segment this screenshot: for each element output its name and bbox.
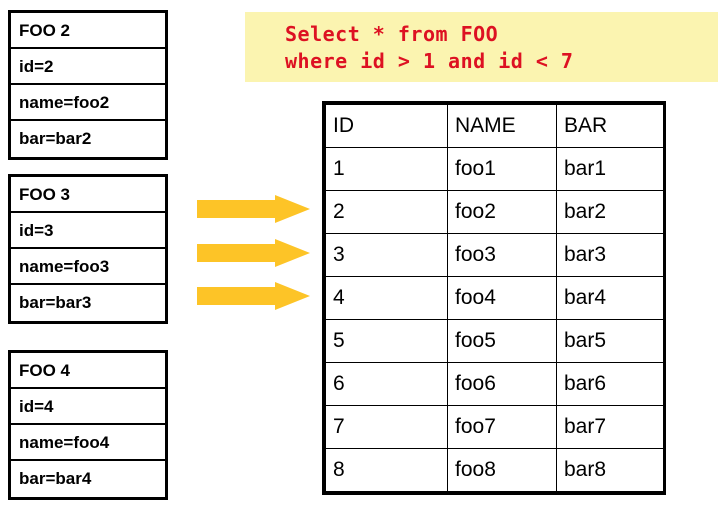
cell-id: 4	[325, 276, 448, 320]
sql-query-callout: Select * from FOO where id > 1 and id < …	[245, 12, 718, 82]
cell-name: foo2	[447, 190, 557, 234]
entity-field: name=foo2	[11, 85, 165, 121]
entity-title: FOO 2	[11, 13, 165, 49]
cell-id: 8	[325, 448, 448, 492]
cell-id: 3	[325, 233, 448, 277]
cell-name: foo4	[447, 276, 557, 320]
sql-query-line-2: where id > 1 and id < 7	[285, 49, 574, 73]
entity-title: FOO 4	[11, 353, 165, 389]
cell-name: foo8	[447, 448, 557, 492]
arrow-right-icon	[197, 239, 310, 267]
cell-name: foo6	[447, 362, 557, 406]
column-header: BAR	[556, 104, 664, 148]
column-header: ID	[325, 104, 448, 148]
column-header: NAME	[447, 104, 557, 148]
entity-field: id=2	[11, 49, 165, 85]
cell-bar: bar3	[556, 233, 664, 277]
cell-name: foo7	[447, 405, 557, 449]
cell-bar: bar4	[556, 276, 664, 320]
entity-field: bar=bar2	[19, 129, 92, 148]
sql-query-line-1: Select * from FOO	[285, 22, 499, 46]
entity-field: bar=bar4	[19, 469, 92, 488]
cell-bar: bar7	[556, 405, 664, 449]
entity-field: name=foo4	[11, 425, 165, 461]
cell-id: 5	[325, 319, 448, 363]
entity-title: FOO 3	[11, 177, 165, 213]
cell-bar: bar2	[556, 190, 664, 234]
entity-field: id=3	[11, 213, 165, 249]
cell-id: 1	[325, 147, 448, 191]
cell-bar: bar1	[556, 147, 664, 191]
entity-field: name=foo3	[11, 249, 165, 285]
arrow-right-icon	[197, 195, 310, 223]
cell-name: foo1	[447, 147, 557, 191]
cell-id: 2	[325, 190, 448, 234]
cell-id: 6	[325, 362, 448, 406]
cell-bar: bar8	[556, 448, 664, 492]
cell-bar: bar5	[556, 319, 664, 363]
entity-field: id=4	[11, 389, 165, 425]
cell-name: foo3	[447, 233, 557, 277]
cell-bar: bar6	[556, 362, 664, 406]
cell-name: foo5	[447, 319, 557, 363]
entity-field: bar=bar3	[19, 293, 92, 312]
arrow-right-icon	[197, 282, 310, 310]
cell-id: 7	[325, 405, 448, 449]
